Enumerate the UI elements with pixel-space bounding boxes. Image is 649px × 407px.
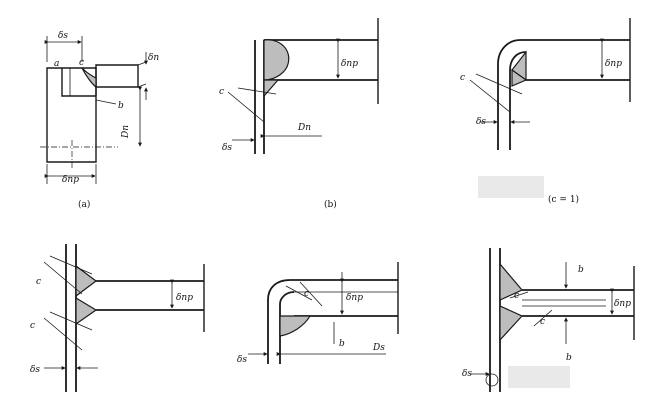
blurred-region-f	[508, 366, 570, 388]
label-D-n-a: Dn	[121, 125, 131, 139]
figure-c: δnp c δs (c = 1)	[460, 18, 631, 205]
label-delta-ns-d: δnp	[176, 293, 193, 303]
weld-f-bottom	[499, 305, 524, 342]
figure-b: δnp c Dn δs (b)	[219, 18, 379, 210]
flange-block	[46, 67, 97, 163]
weld-fillet	[81, 67, 97, 89]
label-c-f2: c	[540, 317, 545, 327]
caption-b: (b)	[324, 199, 337, 210]
weld-d-top	[75, 264, 97, 298]
label-delta-np-c: δnp	[605, 59, 622, 69]
weld-d-bottom	[75, 296, 98, 326]
label-delta-np-e: δnp	[346, 293, 363, 303]
figure-f: b b c c δnp δs	[462, 248, 635, 392]
label-delta-n-a: δn	[148, 53, 159, 63]
weld-e	[279, 315, 312, 337]
label-delta-s-d: δs	[30, 365, 40, 375]
figure-a: δs δn Dn a c b δnp (a)	[40, 31, 159, 210]
label-delta-s-c: δs	[476, 117, 486, 127]
label-delta-s-b: δs	[222, 143, 232, 153]
label-delta-s-e: δs	[237, 355, 247, 365]
label-c-b: c	[219, 87, 224, 97]
label-b-f1: b	[578, 265, 584, 275]
label-D-s-e: Ds	[372, 343, 385, 353]
blurred-region	[478, 176, 544, 198]
label-c-a: c	[79, 58, 84, 68]
weld-b-top	[263, 39, 290, 81]
label-a: a	[54, 59, 59, 69]
label-D-n-b: Dn	[297, 123, 311, 133]
label-delta-np-a: δnp	[62, 175, 79, 185]
label-delta-np-b: δnp	[341, 59, 358, 69]
caption-c: (c = 1)	[548, 194, 579, 205]
label-delta-s-f: δs	[462, 369, 472, 379]
label-b-f2: b	[566, 353, 572, 363]
figure-e: δnp c b Ds δs	[237, 262, 399, 365]
weld-f-top	[499, 262, 523, 301]
label-b-a: b	[118, 101, 124, 111]
label-delta-s: δs	[58, 31, 68, 41]
label-c-d2: c	[30, 321, 35, 331]
label-c-c: c	[460, 73, 465, 83]
label-delta-np-f: δnp	[614, 299, 631, 309]
label-b-e: b	[339, 339, 345, 349]
label-c-f1: c	[514, 291, 519, 301]
shell-plate	[95, 64, 139, 88]
label-c-e: c	[304, 289, 309, 299]
label-c-d1: c	[36, 277, 41, 287]
caption-a: (a)	[78, 199, 90, 210]
weld-b-bottom	[263, 79, 280, 98]
figure-d: δnp c c δs	[30, 244, 205, 392]
